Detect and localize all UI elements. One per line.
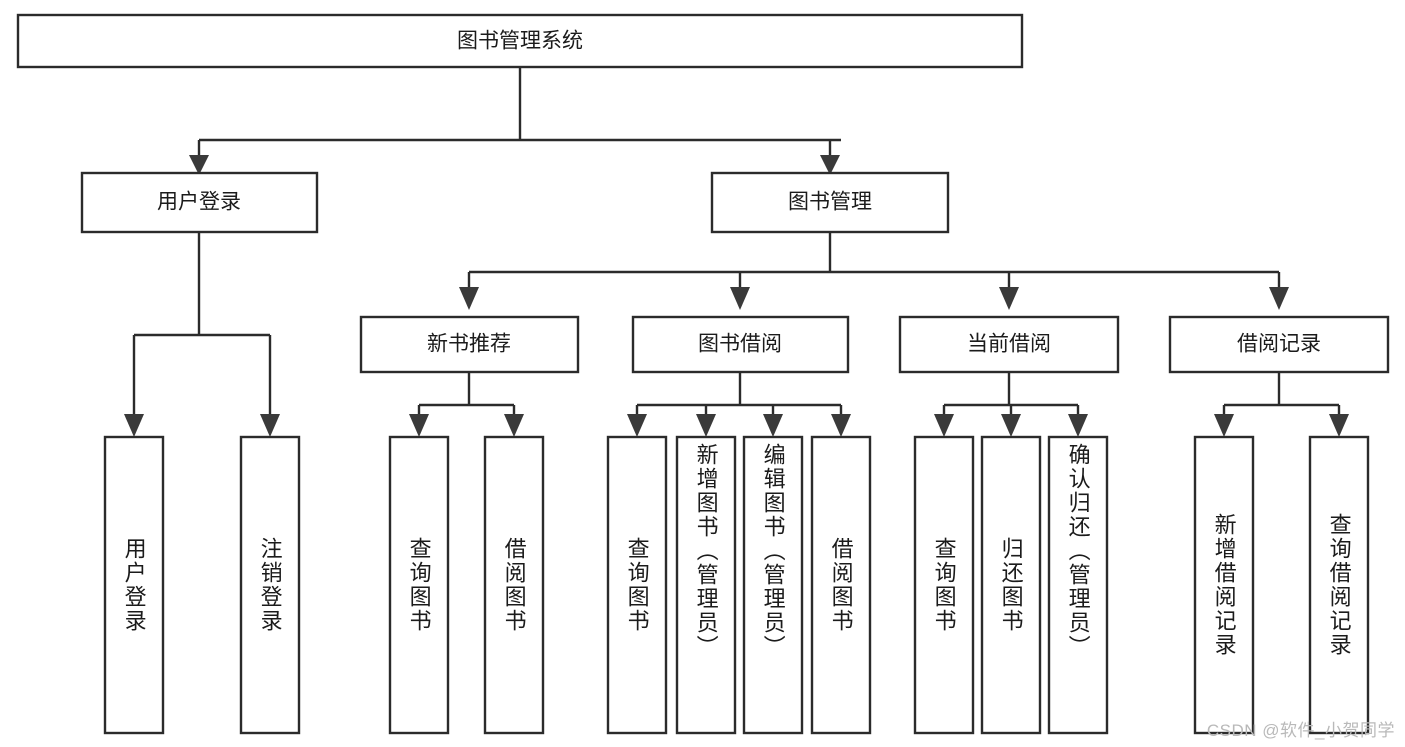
root-box[interactable]	[16, 13, 1024, 69]
current-borrow-label: 当前借阅	[967, 333, 1051, 356]
node-current-borrow[interactable]: 当前借阅	[898, 315, 1120, 374]
connectors-bookmgmt-to-level3	[459, 232, 1289, 310]
book-borrow-label: 图书借阅	[698, 333, 782, 356]
connectors-userlogin-to-leaves	[124, 232, 280, 437]
leaf-box-new-book-0[interactable]	[388, 435, 450, 735]
node-user-login[interactable]: 用户登录	[80, 171, 319, 234]
book-management-box[interactable]	[710, 171, 950, 234]
leaf-box-user-login-1[interactable]	[239, 435, 301, 735]
new-book-recommend-box[interactable]	[359, 315, 580, 374]
csdn-watermark: CSDN @软件_小贺同学	[1206, 721, 1395, 740]
leaf-box-borrow-record-0[interactable]	[1193, 435, 1255, 735]
node-new-book-recommend[interactable]: 新书推荐	[359, 315, 580, 374]
leaf-box-book-borrow-3[interactable]	[810, 435, 872, 735]
borrow-record-label: 借阅记录	[1237, 333, 1321, 356]
leaf-box-current-borrow-0[interactable]	[913, 435, 975, 735]
node-root[interactable]: 图书管理系统	[16, 13, 1024, 69]
user-login-box[interactable]	[80, 171, 319, 234]
leaf-box-new-book-1[interactable]	[483, 435, 545, 735]
borrow-record-box[interactable]	[1168, 315, 1390, 374]
leaf-box-book-borrow-1[interactable]	[675, 435, 737, 735]
node-book-management[interactable]: 图书管理	[710, 171, 950, 234]
leaf-boxes[interactable]	[103, 435, 1370, 735]
root-label: 图书管理系统	[457, 30, 583, 53]
leaf-box-borrow-record-1[interactable]	[1308, 435, 1370, 735]
connectors-newbook-to-leaves	[409, 372, 524, 437]
connectors-borrowrecord-to-leaves	[1214, 372, 1349, 437]
connectors-currentborrow-to-leaves	[934, 372, 1088, 437]
book-management-label: 图书管理	[788, 191, 872, 214]
connectors-root-to-level2	[189, 67, 841, 175]
user-login-label: 用户登录	[157, 191, 241, 214]
leaf-box-user-login-0[interactable]	[103, 435, 165, 735]
connectors-bookborrow-to-leaves	[627, 372, 851, 437]
current-borrow-box[interactable]	[898, 315, 1120, 374]
node-borrow-record[interactable]: 借阅记录	[1168, 315, 1390, 374]
new-book-recommend-label: 新书推荐	[427, 333, 511, 356]
book-borrow-box[interactable]	[631, 315, 850, 374]
leaf-box-current-borrow-2[interactable]	[1047, 435, 1109, 735]
leaf-box-book-borrow-0[interactable]	[606, 435, 668, 735]
node-book-borrow[interactable]: 图书借阅	[631, 315, 850, 374]
leaf-box-current-borrow-1[interactable]	[980, 435, 1042, 735]
leaf-box-book-borrow-2[interactable]	[742, 435, 804, 735]
